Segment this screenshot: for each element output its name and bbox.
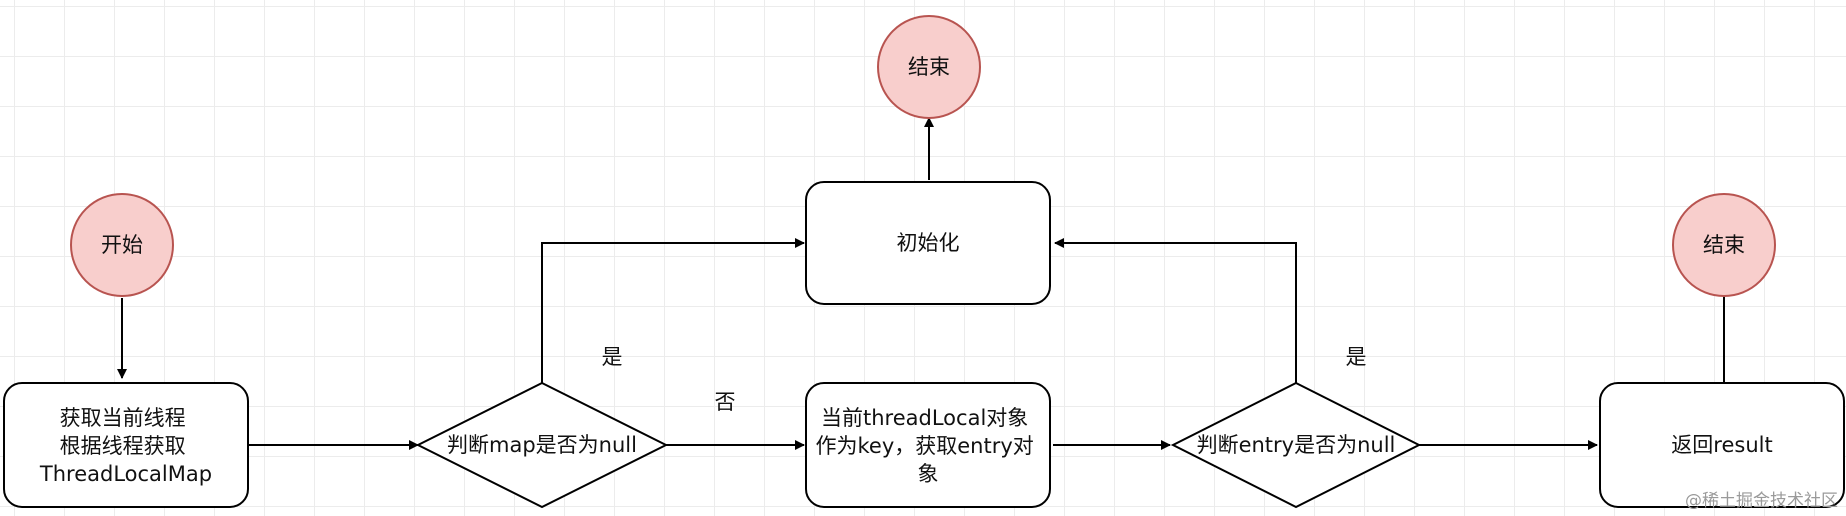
process-get-thread: 获取当前线程 根据线程获取 ThreadLocalMap xyxy=(3,382,249,508)
edge-label-map-no: 否 xyxy=(715,390,736,414)
process-get-entry-line-1: 当前threadLocal对象 xyxy=(821,406,1028,430)
edge-label-map-yes: 是 xyxy=(602,345,623,369)
terminal-end-top: 结束 xyxy=(877,15,981,119)
decision-check-map: 判断map是否为null xyxy=(415,381,669,509)
process-get-entry-line-3: 象 xyxy=(918,462,939,486)
process-init-label: 初始化 xyxy=(897,231,960,255)
process-get-entry-line-2: 作为key，获取entry对 xyxy=(816,434,1034,458)
process-get-thread-line-3: ThreadLocalMap xyxy=(39,462,212,486)
process-init: 初始化 xyxy=(805,181,1051,305)
decision-check-map-label: 判断map是否为null xyxy=(447,433,637,457)
process-get-entry-text: 当前threadLocal对象 作为key，获取entry对 象 xyxy=(816,406,1041,486)
edges xyxy=(117,117,1729,450)
decision-check-entry: 判断entry是否为null xyxy=(1170,381,1422,509)
terminal-start: 开始 xyxy=(70,193,174,297)
terminal-start-label: 开始 xyxy=(101,233,143,257)
edge-check-entry-yes-to-init xyxy=(1054,238,1297,383)
watermark-text: @稀土掘金技术社区 xyxy=(1685,491,1838,511)
process-get-thread-text: 获取当前线程 根据线程获取 ThreadLocalMap xyxy=(39,406,212,486)
process-return-result: 返回result xyxy=(1599,382,1845,508)
process-get-entry: 当前threadLocal对象 作为key，获取entry对 象 xyxy=(805,382,1051,508)
process-return-result-label: 返回result xyxy=(1671,433,1772,457)
terminal-end-right-label: 结束 xyxy=(1703,233,1745,257)
terminal-end-top-label: 结束 xyxy=(908,55,950,79)
process-get-thread-line-2: 根据线程获取 xyxy=(60,434,186,458)
process-get-thread-line-1: 获取当前线程 xyxy=(60,406,186,430)
edge-check-map-yes-to-init xyxy=(541,238,805,383)
decision-check-entry-label: 判断entry是否为null xyxy=(1197,433,1396,457)
edge-label-entry-yes: 是 xyxy=(1346,345,1367,369)
terminal-end-right: 结束 xyxy=(1672,193,1776,297)
